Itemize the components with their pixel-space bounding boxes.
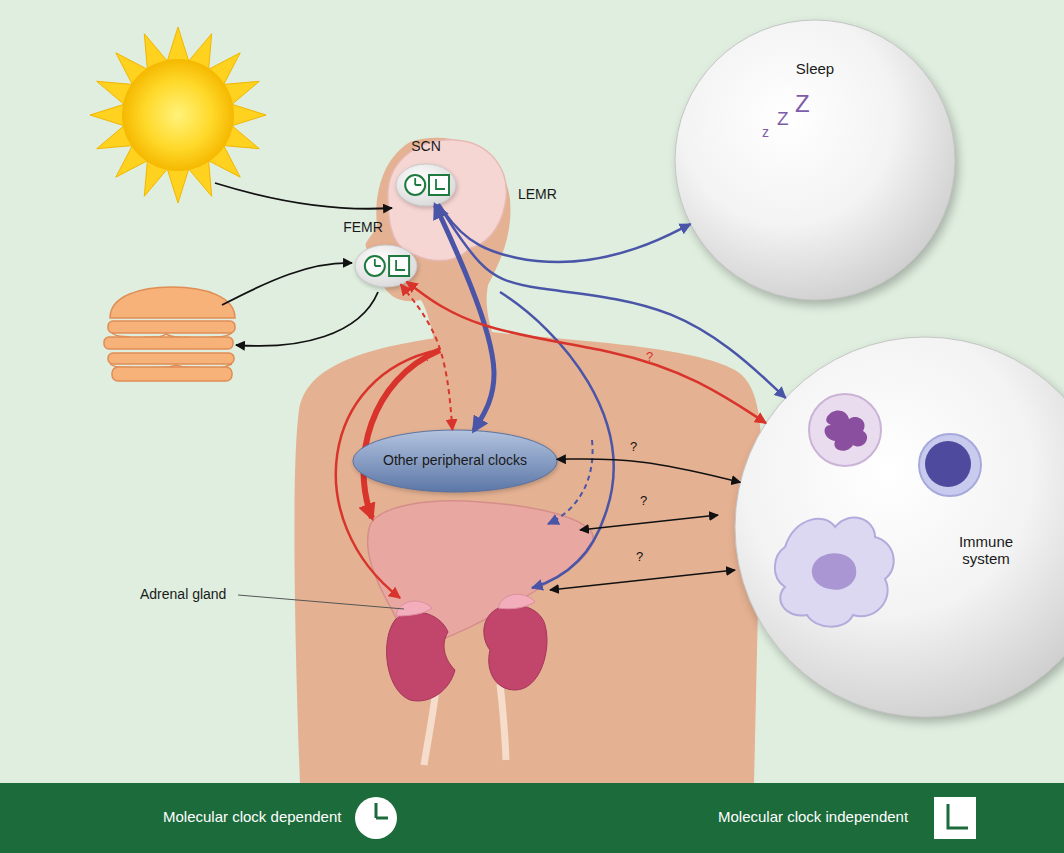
clock-independent-icon	[948, 804, 968, 828]
clock-hands	[396, 260, 405, 270]
node-label: Immune system	[953, 533, 1019, 568]
connector-arrow	[438, 204, 785, 398]
kidneys	[387, 612, 455, 701]
connector-arrow	[439, 204, 691, 262]
edge-label: ?	[630, 440, 637, 455]
clock-icons	[405, 175, 449, 195]
legend-text: Molecular clock dependent	[163, 808, 341, 825]
human-body	[294, 332, 761, 783]
brain	[388, 140, 506, 261]
human-body	[366, 138, 511, 340]
adrenal-glands	[396, 594, 535, 616]
human-body	[294, 138, 761, 783]
kidneys	[387, 605, 547, 765]
output-arrows	[550, 570, 735, 590]
connector-arrow	[435, 205, 494, 431]
node-label: FEMR	[333, 219, 393, 235]
sun-icon	[122, 59, 234, 171]
clock-dependent-icon	[355, 797, 397, 839]
node-label: SCN	[396, 138, 456, 154]
sleep-letter: Z	[777, 108, 789, 130]
organ-label: Adrenal gland	[140, 586, 226, 602]
clock-hands	[415, 178, 421, 185]
clock-dependent-icon	[376, 803, 388, 818]
clock-bubble-outline	[396, 164, 456, 206]
food-icon	[108, 321, 235, 333]
clock-dependent-icon	[355, 797, 397, 839]
macrophage-cell	[775, 518, 894, 627]
cell-nucleus	[812, 553, 856, 589]
kidneys	[500, 684, 506, 760]
food-icon	[104, 337, 233, 349]
immune-circle-shape	[735, 337, 1064, 717]
question-mark: ?	[640, 494, 647, 509]
connector-arrow	[401, 284, 453, 430]
question-mark: ?	[636, 550, 643, 565]
peripheral-clock-ellipse-outline	[353, 430, 557, 492]
food-icon	[110, 287, 235, 318]
input-arrows	[215, 183, 392, 209]
input-arrows	[222, 263, 352, 305]
clock-independent-icon	[934, 797, 976, 839]
kidneys	[424, 690, 436, 765]
leader-line	[238, 595, 404, 609]
sun-icon	[90, 27, 266, 203]
clock-icons	[365, 256, 409, 276]
edge-label: ?	[646, 350, 653, 365]
sleep-letter: z	[762, 124, 769, 140]
clock-independent-icon	[934, 797, 976, 839]
connector-arrow	[557, 459, 740, 482]
neutrophil-cell	[809, 394, 881, 466]
lymphocyte-cell	[919, 434, 981, 496]
food-icon	[108, 353, 234, 364]
output-arrows	[580, 515, 718, 530]
cell-nucleus	[825, 410, 868, 450]
clock-face	[365, 256, 385, 276]
food-icon	[112, 367, 232, 381]
clock-hands	[375, 259, 381, 266]
adrenal-glands	[498, 594, 535, 608]
peripheral-clock-ellipse: Other peripheral clocks	[353, 430, 557, 492]
sun-icon	[90, 27, 266, 203]
edge-label: ?	[424, 350, 431, 365]
immune-circle: Immune system	[735, 337, 1064, 717]
immune-circle-outline	[735, 337, 1064, 717]
input-arrows	[215, 183, 392, 346]
clock-bubble: FEMR	[355, 245, 417, 287]
cell-nucleus	[925, 441, 971, 487]
node-label: Other peripheral clocks	[353, 452, 557, 468]
clock-bubble: SCN	[396, 164, 456, 206]
clock-hands	[436, 179, 445, 189]
sleep-letter: Z	[795, 90, 810, 118]
immune-cells	[775, 394, 981, 627]
sleep-circle-outline	[675, 20, 955, 300]
clock-bubble-outline	[355, 245, 417, 287]
region-label: LEMR	[518, 186, 557, 202]
kidneys	[484, 605, 547, 690]
clock-face	[405, 175, 425, 195]
node-label: Sleep	[675, 60, 955, 77]
clock-bubble-shape	[396, 164, 456, 206]
connector-arrow	[407, 282, 766, 423]
clock-square	[429, 175, 449, 195]
output-arrows	[336, 292, 735, 598]
clock-square	[389, 256, 409, 276]
legend-text: Molecular clock independent	[718, 808, 908, 825]
output-arrows	[548, 440, 593, 524]
input-arrows	[236, 292, 378, 346]
food-icon	[104, 287, 235, 381]
sleep-circle: Sleep	[675, 20, 955, 300]
legend-band	[0, 783, 1064, 853]
clock-bubble-shape	[355, 245, 417, 287]
